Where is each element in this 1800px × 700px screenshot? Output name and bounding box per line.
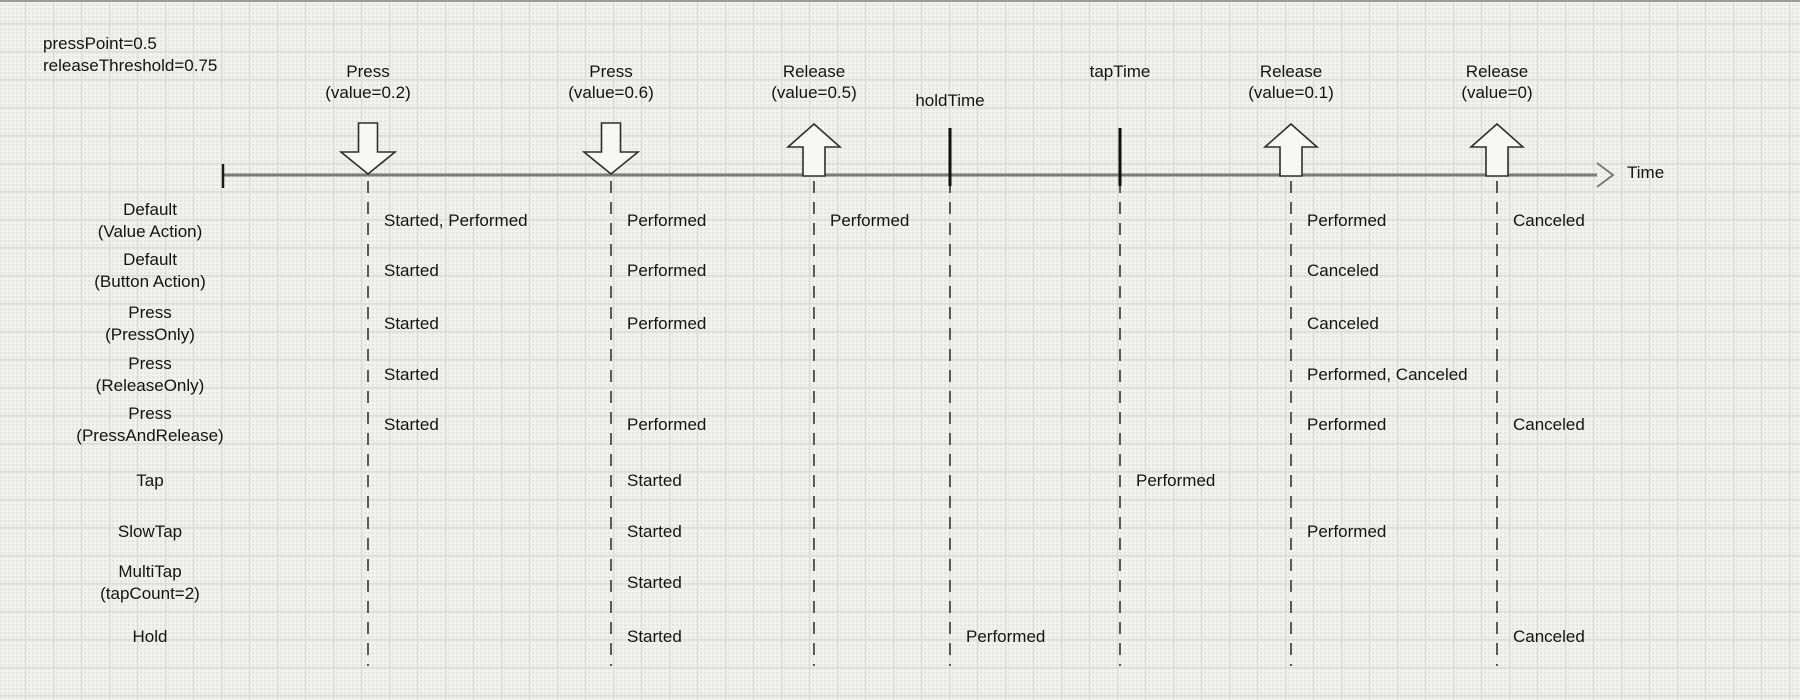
column-label-line: (value=0.2) [325, 83, 411, 102]
phase-cell-default-button-action-press02: Started [384, 261, 439, 280]
row-label-line: Press [128, 354, 172, 373]
row-label-line: Default [123, 200, 177, 219]
row-label-press-pressonly: Press (PressOnly) [20, 302, 280, 346]
row-label-hold: Hold [20, 615, 280, 659]
row-label-line: (PressAndRelease) [76, 426, 224, 445]
column-label-release01: Release (value=0.1) [1248, 61, 1334, 103]
phase-cell-tap-press06: Started [627, 471, 682, 490]
phase-cell-press-pressandrelease-press06: Performed [627, 415, 707, 434]
phase-cell-tap-tapTime: Performed [1136, 471, 1216, 490]
phase-cell-slowtap-press06: Started [627, 522, 682, 541]
phase-cell-press-pressandrelease-release01: Performed [1307, 415, 1387, 434]
phase-cell-default-button-action-release01: Canceled [1307, 261, 1379, 280]
row-label-line: Tap [136, 471, 164, 490]
column-label-release0: Release (value=0) [1461, 61, 1532, 103]
time-axis-label: Time [1627, 163, 1665, 182]
column-label-tapTime: tapTime [1090, 61, 1151, 82]
row-label-press-pressandrelease: Press (PressAndRelease) [20, 403, 280, 447]
column-label-line: Release [1465, 62, 1529, 81]
press-down-arrow-icon [581, 122, 641, 176]
phase-cell-slowtap-release01: Performed [1307, 522, 1387, 541]
phase-cell-default-value-action-release01: Performed [1307, 211, 1387, 230]
column-label-line: Release [782, 62, 846, 81]
column-label-line: (value=0.1) [1248, 83, 1334, 102]
phase-cell-hold-press06: Started [627, 627, 682, 646]
row-label-slowtap: SlowTap [20, 510, 280, 554]
column-label-press06: Press (value=0.6) [568, 61, 654, 103]
column-label-press02: Press (value=0.2) [325, 61, 411, 103]
phase-cell-press-pressonly-press02: Started [384, 314, 439, 333]
row-label-tap: Tap [20, 459, 280, 503]
row-label-line: (PressOnly) [105, 325, 195, 344]
row-label-line: (ReleaseOnly) [95, 376, 205, 395]
row-label-line: Press [128, 303, 172, 322]
column-label-line: holdTime [915, 91, 985, 110]
column-label-line: tapTime [1089, 62, 1151, 81]
row-label-line: MultiTap [118, 562, 182, 581]
phase-cell-hold-release0: Canceled [1513, 627, 1585, 646]
phase-cell-press-pressonly-press06: Performed [627, 314, 707, 333]
row-label-line: SlowTap [117, 522, 183, 541]
row-label-default-value-action: Default (Value Action) [20, 199, 280, 243]
row-label-line: Hold [132, 627, 168, 646]
column-label-release05: Release (value=0.5) [771, 61, 857, 103]
row-label-default-button-action: Default (Button Action) [20, 249, 280, 293]
config-presspoint: pressPoint=0.5 [43, 34, 157, 53]
phase-cell-default-value-action-press06: Performed [627, 211, 707, 230]
row-label-line: Press [128, 404, 172, 423]
phase-cell-press-pressonly-release01: Canceled [1307, 314, 1379, 333]
row-label-line: Default [123, 250, 177, 269]
phase-cell-default-button-action-press06: Performed [627, 261, 707, 280]
row-label-press-releaseonly: Press (ReleaseOnly) [20, 353, 280, 397]
phase-cell-default-value-action-release0: Canceled [1513, 211, 1585, 230]
phase-cell-press-releaseonly-release01: Performed, Canceled [1307, 365, 1468, 384]
top-edge-divider [0, 0, 1800, 2]
column-label-line: (value=0.6) [568, 83, 654, 102]
column-label-line: Press [346, 62, 390, 81]
phase-cell-press-pressandrelease-release0: Canceled [1513, 415, 1585, 434]
phase-cell-default-value-action-press02: Started, Performed [384, 211, 528, 230]
row-label-line: (Button Action) [94, 272, 206, 291]
timeline-arrowhead-icon [1596, 162, 1615, 188]
release-up-arrow-icon [1262, 122, 1320, 177]
column-label-line: (value=0.5) [771, 83, 857, 102]
column-label-holdTime: holdTime [915, 90, 984, 111]
phase-cell-press-releaseonly-press02: Started [384, 365, 439, 384]
row-label-line: (Value Action) [97, 222, 203, 241]
config-releasethreshold: releaseThreshold=0.75 [43, 56, 218, 75]
row-label-line: (tapCount=2) [100, 584, 200, 603]
press-down-arrow-icon [338, 122, 398, 176]
column-label-line: Release [1259, 62, 1323, 81]
phase-cell-hold-holdTime: Performed [966, 627, 1046, 646]
phase-cell-press-pressandrelease-press02: Started [384, 415, 439, 434]
phase-cell-multitap-press06: Started [627, 573, 682, 592]
release-up-arrow-icon [785, 122, 843, 177]
column-label-line: (value=0) [1461, 83, 1533, 102]
release-up-arrow-icon [1468, 122, 1526, 177]
config-text: pressPoint=0.5 releaseThreshold=0.75 [43, 33, 217, 77]
column-label-line: Press [589, 62, 633, 81]
row-label-multitap: MultiTap (tapCount=2) [20, 561, 280, 605]
phase-cell-default-value-action-release05: Performed [830, 211, 910, 230]
